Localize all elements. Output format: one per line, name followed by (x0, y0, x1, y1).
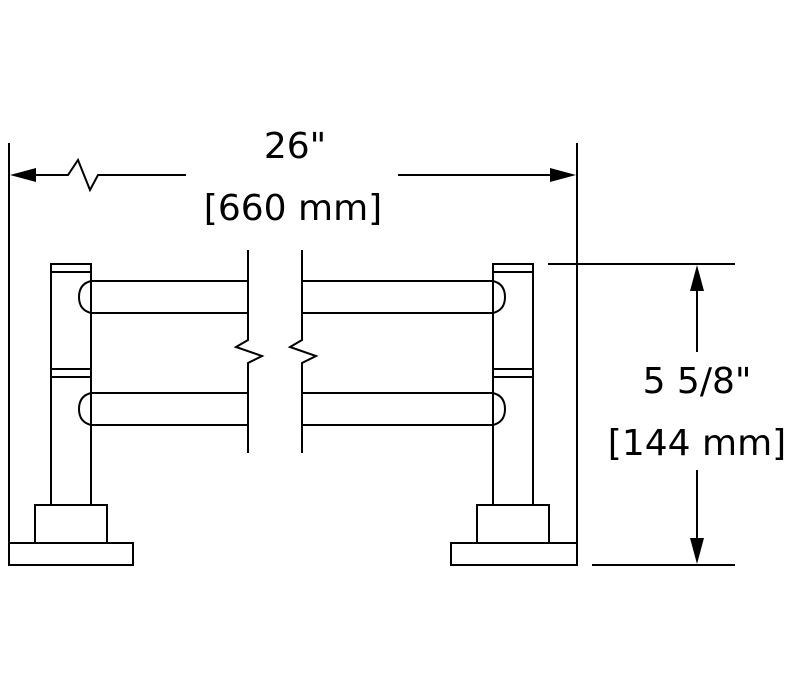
lower-bar-left-end (77, 392, 92, 426)
break-lines (233, 250, 319, 453)
width-metric-label: [660 mm] (204, 188, 382, 229)
left-post (8, 263, 134, 566)
height-metric-label: [144 mm] (608, 423, 786, 464)
left-post-body (50, 263, 92, 506)
right-base-plate (450, 542, 578, 566)
width-imperial-label: 26" (264, 126, 326, 167)
right-base-collar (476, 504, 550, 544)
break-line-left (233, 250, 265, 453)
height-dimension: 5 5/8" [144 mm] (548, 263, 786, 566)
width-dimension: 26" [660 mm] (8, 126, 578, 565)
lower-bar-right-end (492, 392, 507, 426)
width-arrow-right (550, 168, 576, 182)
width-dimension-line-left (30, 157, 186, 193)
break-line-right (287, 250, 319, 453)
left-base-collar (34, 504, 108, 544)
width-arrow-left (10, 168, 36, 182)
towel-bars (77, 280, 507, 426)
right-post (450, 263, 578, 566)
height-arrow-down (690, 538, 704, 564)
upper-bar-right-end (492, 280, 507, 314)
right-post-body (492, 263, 534, 506)
left-base-plate (8, 542, 134, 566)
upper-bar-left-end (77, 280, 92, 314)
height-arrow-up (690, 265, 704, 291)
height-imperial-label: 5 5/8" (643, 361, 752, 402)
